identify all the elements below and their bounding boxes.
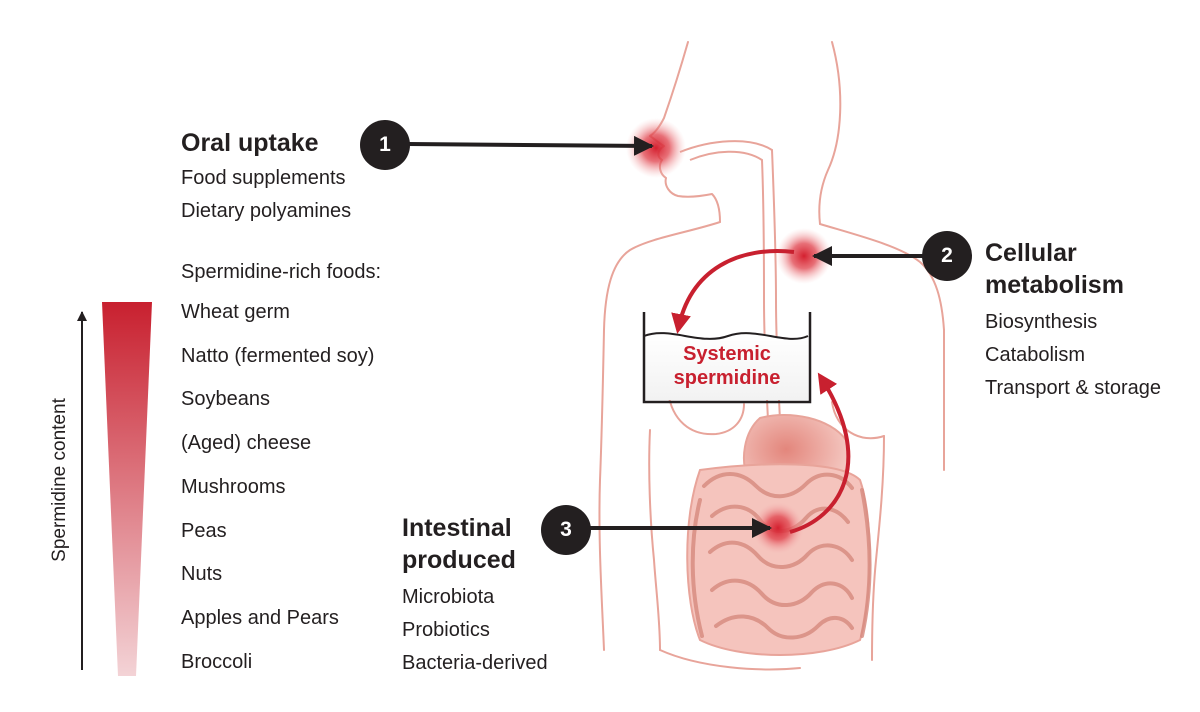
food-item: (Aged) cheese <box>181 432 312 455</box>
cellular-metabolism-title: Cellular metabolism <box>985 237 1124 301</box>
cellular-detail-line: Catabolism <box>985 344 1086 366</box>
intestinal-produced-title: Intestinal produced <box>402 512 516 576</box>
spermidine-content-axis-label: Spermidine content <box>49 398 70 562</box>
step-1-badge: 1 <box>360 120 410 170</box>
body-outline <box>598 41 945 671</box>
oral-uptake-title: Oral uptake <box>181 129 319 157</box>
intestinal-title-line: Intestinal <box>402 514 512 542</box>
food-item: Broccoli <box>181 650 253 673</box>
intestinal-title-line: produced <box>402 546 516 574</box>
food-item: Apples and Pears <box>181 606 339 629</box>
intestinal-detail-line: Bacteria-derived <box>402 652 548 674</box>
intestine-to-tank-arrow <box>789 372 851 534</box>
foods-list: Wheat germ Natto (fermented soy) Soybean… <box>181 291 374 684</box>
food-item: Soybeans <box>181 388 270 411</box>
content-wedge <box>102 302 152 676</box>
food-item: Nuts <box>181 563 223 586</box>
intestines <box>686 463 872 656</box>
cellular-detail-line: Transport & storage <box>985 377 1162 399</box>
cellular-to-tank-arrow <box>671 249 795 334</box>
cellular-detail-line: Biosynthesis <box>985 311 1098 333</box>
food-item: Peas <box>181 519 227 542</box>
intestinal-glow <box>752 502 804 554</box>
food-item: Mushrooms <box>181 475 286 498</box>
intestinal-detail-line: Microbiota <box>402 586 495 608</box>
systemic-label-line: Systemic <box>683 343 771 365</box>
cellular-title-line: metabolism <box>985 271 1124 299</box>
food-item: Wheat germ <box>181 301 290 323</box>
foods-heading: Spermidine-rich foods: <box>181 261 382 283</box>
oral-detail-line: Dietary polyamines <box>181 200 352 222</box>
oral-glow <box>626 118 686 178</box>
cellular-glow <box>776 228 832 284</box>
step-3-badge: 3 <box>541 505 591 555</box>
cellular-title-line: Cellular <box>985 239 1077 267</box>
intestinal-detail-line: Probiotics <box>402 619 490 641</box>
cellular-metabolism-details: Biosynthesis Catabolism Transport & stor… <box>985 306 1161 405</box>
systemic-label-line: spermidine <box>673 367 781 389</box>
step-2-badge: 2 <box>922 231 972 281</box>
oral-uptake-details: Food supplements Dietary polyamines <box>181 162 351 228</box>
food-item: Natto (fermented soy) <box>181 344 375 367</box>
oral-detail-line: Food supplements <box>181 167 346 189</box>
intestinal-produced-details: Microbiota Probiotics Bacteria-derived <box>402 581 548 680</box>
oral-arrow <box>407 135 654 156</box>
systemic-spermidine-label: Systemic spermidine <box>646 342 808 390</box>
systemic-tank <box>642 312 812 404</box>
